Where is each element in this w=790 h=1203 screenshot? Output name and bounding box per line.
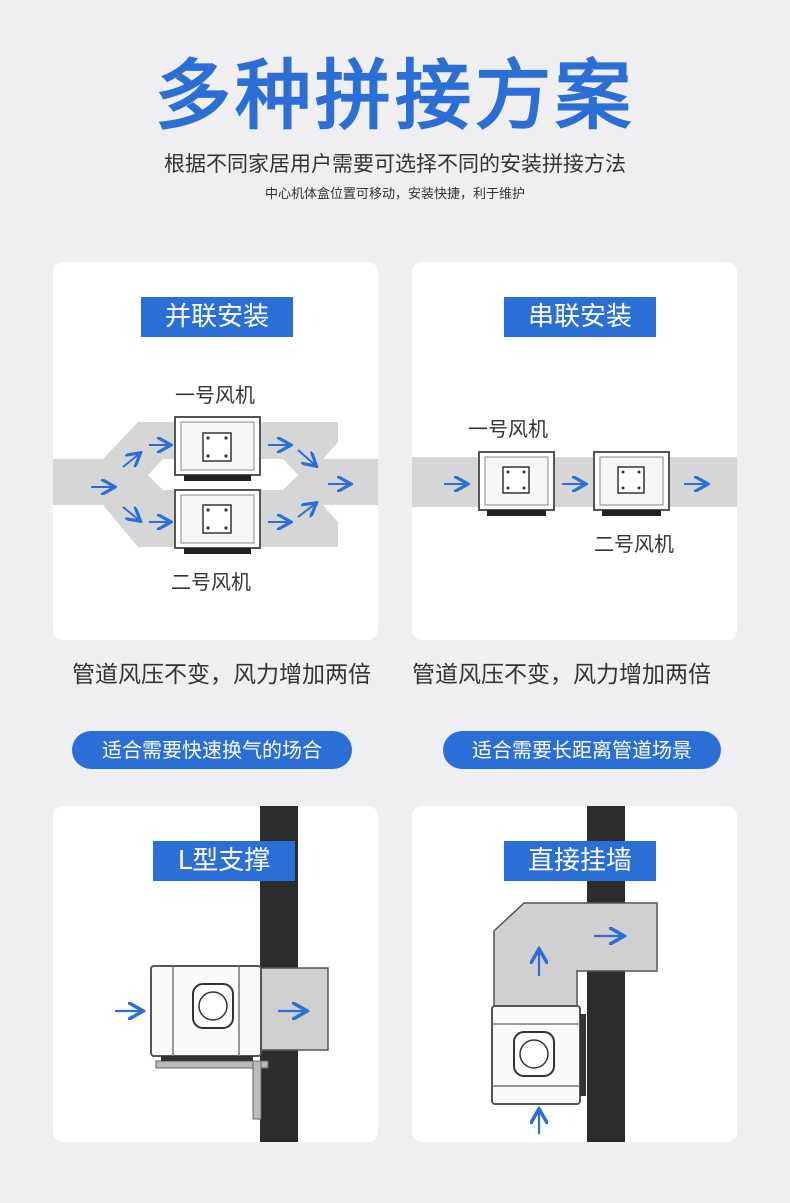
page-subtitle: 根据不同家居用户需要可选择不同的安装拼接方法 <box>164 152 626 176</box>
series-diagram <box>412 451 737 516</box>
series-fan-2-unit <box>593 451 670 516</box>
pill-right: 适合需要长距离管道场景 <box>443 731 721 769</box>
airflow-arrows <box>91 445 349 522</box>
parallel-diagram <box>53 416 378 554</box>
fan-1-label: 一号风机 <box>175 383 255 407</box>
wall-mount-label: 直接挂墙 <box>504 841 656 881</box>
series-fan-1-unit <box>478 451 555 516</box>
series-fan-2-label: 二号风机 <box>594 532 674 556</box>
parallel-label: 并联安装 <box>141 297 293 337</box>
elbow-duct <box>493 902 658 1007</box>
series-label: 串联安装 <box>504 297 656 337</box>
pill-left: 适合需要快速换气的场合 <box>72 731 352 769</box>
fan-1-unit <box>174 416 261 481</box>
card-parallel: 并联安装 一号风机 二号风机 <box>53 262 378 640</box>
card-l-bracket: L型支撑 <box>53 806 378 1142</box>
fan-2-label: 二号风机 <box>171 570 251 594</box>
page-title: 多种拼接方案 <box>155 51 635 140</box>
l-bracket-label: L型支撑 <box>153 841 295 881</box>
card-series: 串联安装 一号风机 二号风机 <box>412 262 737 640</box>
wall-mount-fan-unit <box>491 1005 586 1105</box>
series-duct <box>412 457 737 507</box>
wall-mount-airflow-arrows <box>539 936 622 1134</box>
l-bracket-duct <box>259 967 329 1051</box>
fan-2-unit <box>174 489 261 554</box>
page-subtitle-small: 中心机体盒位置可移动，安装快捷，利于维护 <box>264 187 525 202</box>
card-wall-mount: 直接挂墙 <box>412 806 737 1142</box>
l-bracket-fan-unit <box>150 965 262 1061</box>
caption-right: 管道风压不变，风力增加两倍 <box>412 662 711 688</box>
caption-left: 管道风压不变，风力增加两倍 <box>72 662 371 688</box>
series-fan-1-label: 一号风机 <box>468 417 548 441</box>
l-bracket-support <box>155 1060 269 1120</box>
